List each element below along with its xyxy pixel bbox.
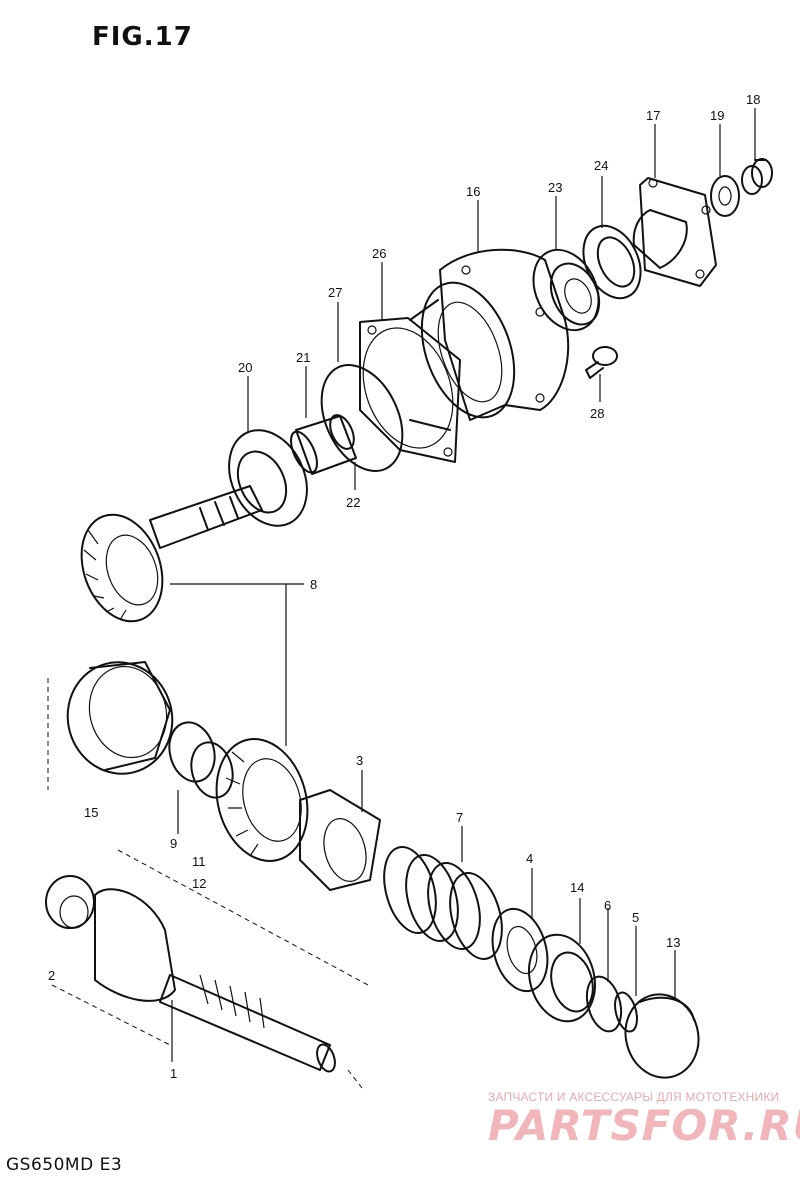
- part-26-gasket: [359, 317, 461, 463]
- part-6-circlip: [585, 975, 623, 1033]
- callout-18: 18: [746, 92, 760, 107]
- watermark-tagline: ЗАПЧАСТИ И АКСЕССУАРЫ ДЛЯ МОТОТЕХНИКИ: [488, 1090, 780, 1104]
- watermark-logo: PARTSFOR.RU: [488, 1101, 800, 1150]
- callout-15: 15: [84, 805, 98, 820]
- callout-labels: 1 2 3 4 5 6 7 8 9 11 12 13 14 15 16 17 1…: [48, 92, 760, 1081]
- callout-3: 3: [356, 753, 363, 768]
- callout-7: 7: [456, 810, 463, 825]
- callout-28: 28: [590, 406, 604, 421]
- leader-dashed: [117, 849, 369, 986]
- callout-12: 12: [192, 876, 206, 891]
- part-18-nut: [741, 158, 773, 195]
- callout-19: 19: [710, 108, 724, 123]
- part-1-shaft: [94, 888, 336, 1073]
- callout-20: 20: [238, 360, 252, 375]
- leader-dashed: [347, 1069, 363, 1089]
- callout-1: 1: [170, 1066, 177, 1081]
- part-20-bearing: [228, 429, 308, 527]
- callout-6: 6: [604, 898, 611, 913]
- pinion-shaft: [149, 485, 263, 549]
- part-13-cap: [624, 993, 700, 1079]
- part-22-spacer: [329, 414, 355, 450]
- callout-23: 23: [548, 180, 562, 195]
- part-11-shim: [190, 741, 234, 799]
- part-17-coupling: [632, 177, 717, 287]
- callout-27: 27: [328, 285, 342, 300]
- part-9-shim: [168, 721, 216, 783]
- part-19-washer: [710, 175, 740, 217]
- callout-4: 4: [526, 851, 533, 866]
- callout-17: 17: [646, 108, 660, 123]
- part-7-spring: [383, 846, 503, 960]
- model-code: GS650MD E3: [6, 1155, 123, 1175]
- part-5-circlip: [614, 991, 638, 1033]
- part-15-cover: [66, 661, 174, 775]
- part-3-hub: [299, 789, 381, 891]
- callout-22: 22: [346, 495, 360, 510]
- part-27-o-ring: [320, 364, 404, 472]
- ring-gear: [215, 738, 309, 862]
- part-24-oil-seal: [582, 224, 642, 300]
- callout-21: 21: [296, 350, 310, 365]
- callout-2: 2: [48, 968, 55, 983]
- callout-8: 8: [310, 577, 317, 592]
- callout-11: 11: [192, 854, 206, 869]
- callout-9: 9: [170, 836, 177, 851]
- callout-16: 16: [466, 184, 480, 199]
- part-21-sleeve: [290, 415, 357, 475]
- part-16-housing: [409, 248, 570, 431]
- callout-24: 24: [594, 158, 608, 173]
- figure-title: FIG.17: [92, 22, 193, 52]
- callout-13: 13: [666, 935, 680, 950]
- part-2-bearing: [45, 875, 95, 929]
- callout-14: 14: [570, 880, 584, 895]
- part-23-bearing: [532, 248, 601, 332]
- callout-26: 26: [372, 246, 386, 261]
- part-28-bolt: [585, 346, 618, 379]
- part-14-bearing: [528, 933, 596, 1023]
- callout-5: 5: [632, 910, 639, 925]
- leader-dashed: [51, 984, 171, 1046]
- leader-lines: [170, 108, 756, 1062]
- part-4-washer: [491, 907, 549, 993]
- pinion-bevel-gear: [80, 513, 164, 623]
